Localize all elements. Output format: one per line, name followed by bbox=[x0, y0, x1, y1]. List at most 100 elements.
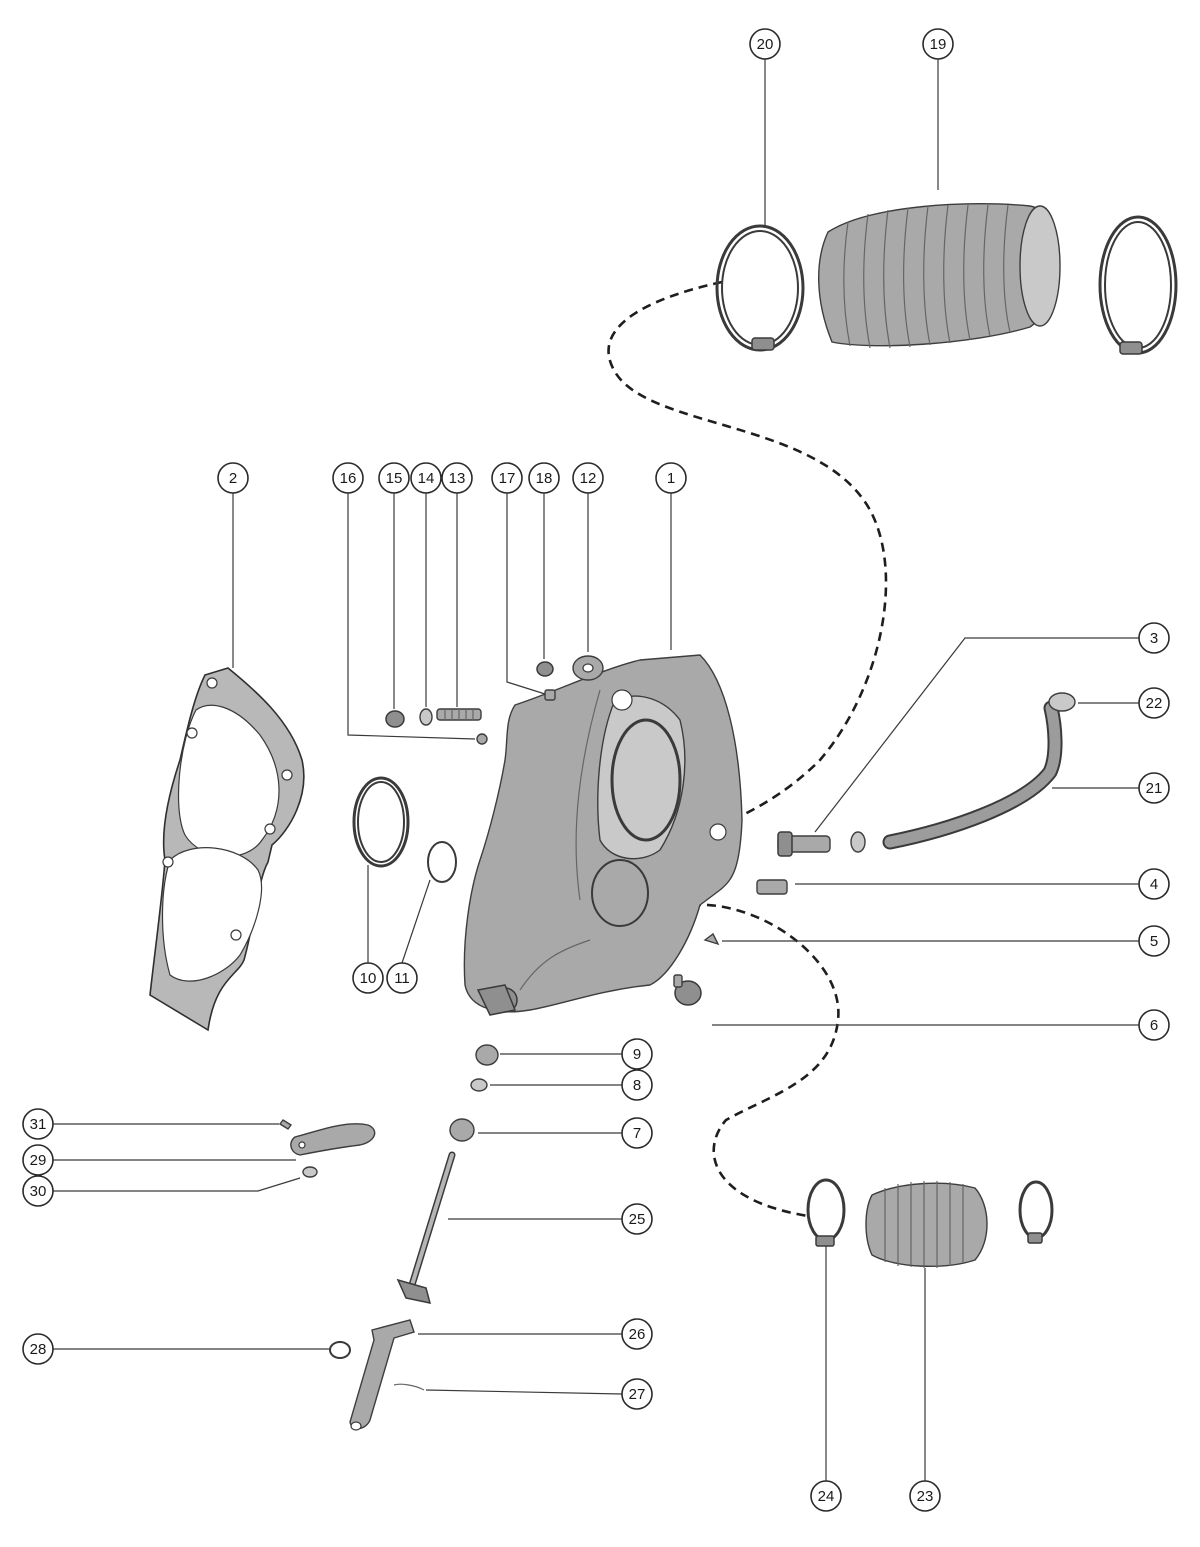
callout-circle-28 bbox=[22, 1333, 54, 1365]
callout-number-15: 15 bbox=[386, 470, 403, 487]
washer-part-8 bbox=[470, 1078, 488, 1092]
callout-circle-1 bbox=[655, 462, 687, 494]
callout-21: 21 bbox=[1138, 772, 1170, 804]
callout-number-20: 20 bbox=[757, 36, 774, 53]
callout-number-22: 22 bbox=[1146, 695, 1163, 712]
callout-circle-5 bbox=[1138, 925, 1170, 957]
callout-circle-12 bbox=[572, 462, 604, 494]
callout-20: 20 bbox=[749, 28, 781, 60]
callout-circle-19 bbox=[922, 28, 954, 60]
hose-clamp-small bbox=[850, 831, 866, 853]
callout-number-7: 7 bbox=[633, 1125, 641, 1142]
callout-circle-15 bbox=[378, 462, 410, 494]
callout-5: 5 bbox=[1138, 925, 1170, 957]
callout-6: 6 bbox=[1138, 1009, 1170, 1041]
bellows-part-19 bbox=[818, 203, 1061, 349]
callout-circle-30 bbox=[22, 1175, 54, 1207]
callout-circle-10 bbox=[352, 962, 384, 994]
washer-part-14 bbox=[419, 708, 433, 726]
callout-number-26: 26 bbox=[629, 1326, 646, 1343]
callout-number-1: 1 bbox=[667, 470, 675, 487]
callout-circle-16 bbox=[332, 462, 364, 494]
callout-circle-6 bbox=[1138, 1009, 1170, 1041]
callout-30: 30 bbox=[22, 1175, 54, 1207]
callout-number-31: 31 bbox=[30, 1116, 47, 1133]
nut-part-15 bbox=[385, 710, 405, 728]
clamp-part-22 bbox=[1048, 692, 1076, 712]
clamp-part-20 bbox=[715, 224, 805, 352]
callout-circle-11 bbox=[386, 962, 418, 994]
callout-circle-2 bbox=[217, 462, 249, 494]
callout-circle-21 bbox=[1138, 772, 1170, 804]
callout-number-24: 24 bbox=[818, 1488, 835, 1505]
callout-circle-23 bbox=[909, 1480, 941, 1512]
callout-12: 12 bbox=[572, 462, 604, 494]
pin-part-27 bbox=[393, 1383, 425, 1391]
callout-27: 27 bbox=[621, 1378, 653, 1410]
callout-circle-25 bbox=[621, 1203, 653, 1235]
callout-number-10: 10 bbox=[360, 970, 377, 987]
hose-route-upper bbox=[607, 280, 888, 827]
callout-number-8: 8 bbox=[633, 1077, 641, 1094]
callout-number-6: 6 bbox=[1150, 1017, 1158, 1034]
callout-circle-8 bbox=[621, 1069, 653, 1101]
callout-number-17: 17 bbox=[499, 470, 516, 487]
seal-part-12 bbox=[572, 655, 604, 681]
callout-number-12: 12 bbox=[580, 470, 597, 487]
leader-lines bbox=[53, 59, 1139, 1481]
leader-line-3 bbox=[814, 637, 1139, 833]
callout-number-19: 19 bbox=[930, 36, 947, 53]
callout-number-23: 23 bbox=[917, 1488, 934, 1505]
washer-part-30 bbox=[302, 1166, 318, 1178]
callout-24: 24 bbox=[810, 1480, 842, 1512]
leader-line-27 bbox=[425, 1389, 623, 1395]
callout-22: 22 bbox=[1138, 687, 1170, 719]
callout-16: 16 bbox=[332, 462, 364, 494]
callout-9: 9 bbox=[621, 1038, 653, 1070]
fitting-part-5 bbox=[703, 932, 720, 946]
callout-circle-27 bbox=[621, 1378, 653, 1410]
callout-circle-31 bbox=[22, 1108, 54, 1140]
callout-circle-26 bbox=[621, 1318, 653, 1350]
leader-line-17 bbox=[506, 493, 546, 695]
callout-number-21: 21 bbox=[1146, 780, 1163, 797]
callout-circle-4 bbox=[1138, 868, 1170, 900]
callout-circle-13 bbox=[441, 462, 473, 494]
callout-circle-20 bbox=[749, 28, 781, 60]
leader-line-11 bbox=[401, 879, 431, 964]
gasket-part-2 bbox=[149, 667, 305, 1032]
callout-15: 15 bbox=[378, 462, 410, 494]
o-ring-part-10 bbox=[352, 776, 410, 868]
callout-number-11: 11 bbox=[394, 970, 410, 987]
clamp-right-lower bbox=[1018, 1180, 1054, 1244]
callout-10: 10 bbox=[352, 962, 384, 994]
callout-circle-9 bbox=[621, 1038, 653, 1070]
callout-number-29: 29 bbox=[30, 1152, 47, 1169]
callout-number-9: 9 bbox=[633, 1046, 641, 1063]
callout-number-5: 5 bbox=[1150, 933, 1158, 950]
callout-1: 1 bbox=[655, 462, 687, 494]
screw-part-16 bbox=[476, 733, 488, 745]
nut-part-18 bbox=[536, 661, 554, 677]
hose-route-lower bbox=[691, 903, 840, 1218]
callout-number-16: 16 bbox=[340, 470, 357, 487]
shaft-part-25 bbox=[396, 1151, 456, 1304]
o-ring-part-11 bbox=[427, 841, 457, 883]
callout-3: 3 bbox=[1138, 622, 1170, 654]
callout-number-25: 25 bbox=[629, 1211, 646, 1228]
bellows-part-23 bbox=[865, 1181, 988, 1268]
callout-31: 31 bbox=[22, 1108, 54, 1140]
callout-26: 26 bbox=[621, 1318, 653, 1350]
o-ring-part-28 bbox=[329, 1341, 351, 1359]
shift-cam-part-26 bbox=[349, 1319, 415, 1431]
callout-circle-22 bbox=[1138, 687, 1170, 719]
callout-number-30: 30 bbox=[30, 1183, 47, 1200]
callout-18: 18 bbox=[528, 462, 560, 494]
fitting-part-4 bbox=[756, 879, 788, 895]
callout-28: 28 bbox=[22, 1333, 54, 1365]
callout-23: 23 bbox=[909, 1480, 941, 1512]
leader-line-16 bbox=[347, 493, 476, 740]
